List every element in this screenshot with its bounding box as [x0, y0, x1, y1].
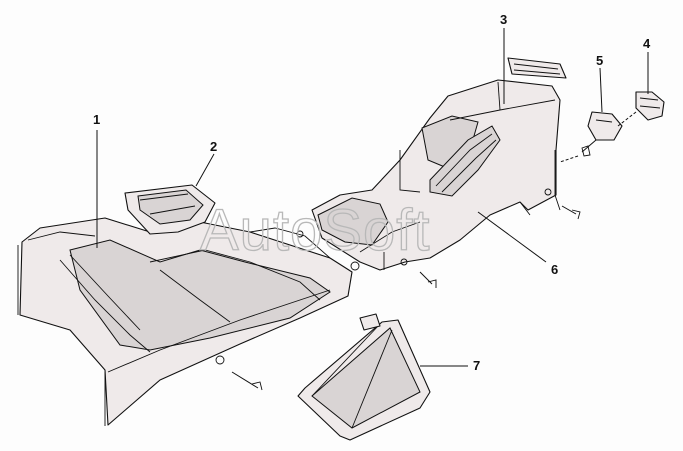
callout-1: 1: [93, 112, 100, 127]
part-clip: [559, 111, 623, 163]
watermark-text: AutoSoft: [200, 198, 430, 263]
callout-group: 1 2 3 4 5 6 7: [93, 12, 651, 373]
part-front-console: [17, 217, 360, 426]
callout-3: 3: [500, 12, 507, 27]
callout-5: 5: [596, 53, 603, 68]
callout-2: 2: [210, 139, 217, 154]
callout-7: 7: [473, 358, 480, 373]
part-console-cover: [507, 57, 567, 79]
part-bracket: [617, 91, 665, 127]
callout-4: 4: [643, 36, 651, 51]
part-tray-lid: [124, 184, 216, 235]
callout-6: 6: [551, 262, 558, 277]
part-shift-boot: [297, 313, 431, 441]
part-center-console: [311, 79, 581, 288]
